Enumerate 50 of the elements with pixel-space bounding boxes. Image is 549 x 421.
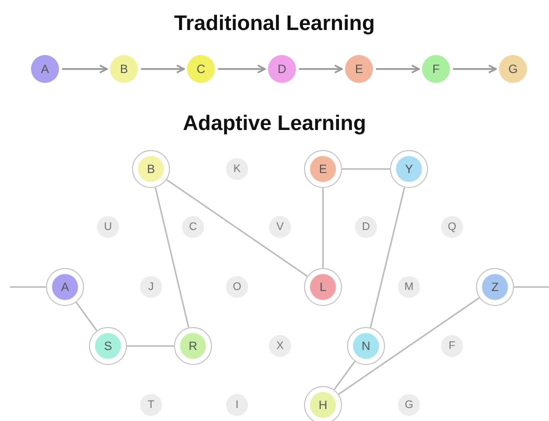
arrow — [141, 64, 185, 74]
step-circle: F — [422, 55, 450, 83]
topic-circle: M — [398, 276, 420, 298]
topic-circle: V — [269, 216, 291, 238]
arrow — [299, 64, 343, 74]
connector-line — [334, 360, 356, 390]
arrow — [218, 64, 266, 74]
highlighted-circle: L — [304, 268, 342, 306]
highlighted-circle: S — [89, 327, 127, 365]
topic-circle: F — [441, 335, 463, 357]
step-circle: B — [110, 55, 138, 83]
topic-circle: O — [226, 276, 248, 298]
step-circle: G — [499, 55, 527, 83]
step-circle: A — [31, 55, 59, 83]
highlighted-circle: A — [46, 268, 84, 306]
connector-line — [322, 188, 324, 268]
connector-line — [342, 168, 390, 170]
connector-line — [76, 302, 98, 332]
arrow — [453, 64, 497, 74]
connector-line — [514, 286, 549, 288]
topic-circle: K — [226, 158, 248, 180]
highlighted-circle: N — [347, 327, 385, 365]
highlighted-circle: Y — [390, 150, 428, 188]
highlighted-circle: Z — [476, 268, 514, 306]
highlighted-circle: B — [132, 150, 170, 188]
topic-circle: G — [398, 394, 420, 416]
section-heading: Adaptive Learning — [182, 112, 366, 135]
connector-line — [10, 286, 46, 288]
connector-line — [127, 345, 174, 347]
topic-circle: X — [269, 335, 291, 357]
connector-line — [166, 179, 308, 277]
arrow — [62, 64, 108, 74]
highlighted-circle: E — [304, 150, 342, 188]
connector-line — [370, 187, 406, 328]
topic-circle: T — [140, 394, 162, 416]
topic-circle: C — [182, 216, 204, 238]
topic-circle: U — [97, 216, 119, 238]
topic-circle: J — [140, 276, 162, 298]
topic-circle: D — [355, 216, 377, 238]
highlighted-circle: R — [174, 327, 212, 365]
connector-line — [154, 187, 190, 328]
highlighted-circle: H — [304, 386, 342, 421]
topic-circle: Q — [441, 216, 463, 238]
step-circle: E — [345, 55, 373, 83]
connector-line — [338, 297, 480, 395]
section-heading: Traditional Learning — [174, 12, 375, 35]
arrow — [376, 64, 420, 74]
step-circle: D — [268, 55, 296, 83]
step-circle: C — [187, 55, 215, 83]
topic-circle: I — [226, 394, 248, 416]
